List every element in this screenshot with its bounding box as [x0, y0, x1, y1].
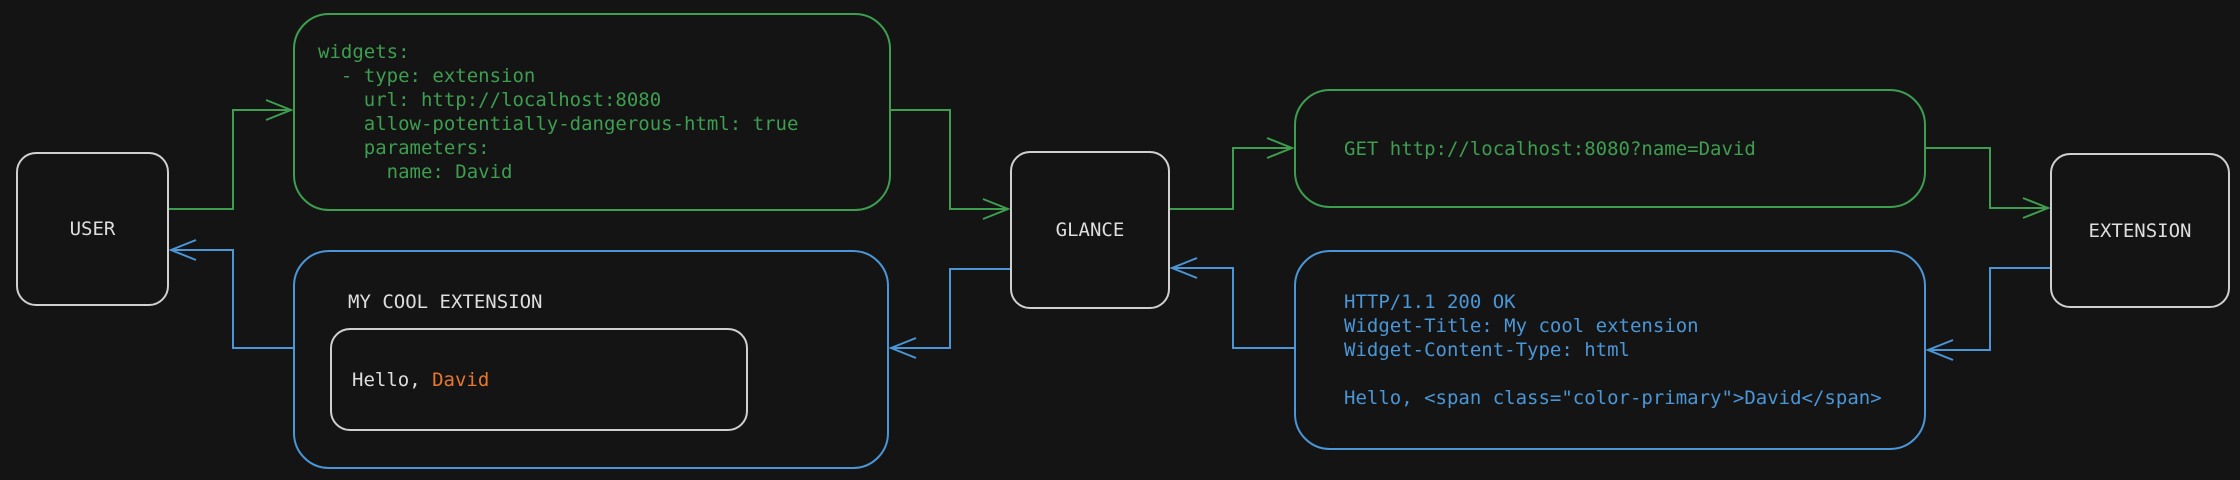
request-box: GET http://localhost:8080?name=David: [1294, 89, 1926, 208]
node-extension: EXTENSION: [2050, 153, 2230, 308]
widget-title: MY COOL EXTENSION: [348, 291, 543, 313]
hello-name: David: [432, 368, 490, 391]
widget-box: MY COOL EXTENSION Hello, David: [293, 250, 889, 469]
arrow-config-to-glance: [891, 109, 1011, 220]
config-box: widgets: - type: extension url: http://l…: [293, 13, 891, 211]
response-code: HTTP/1.1 200 OK Widget-Title: My cool ex…: [1344, 291, 1882, 409]
request-code: GET http://localhost:8080?name=David: [1344, 137, 1756, 160]
config-code: widgets: - type: extension url: http://l…: [318, 41, 799, 183]
arrow-response-to-glance: [1169, 257, 1294, 349]
node-glance-label: GLANCE: [1055, 219, 1125, 241]
arrow-glance-to-widget: [888, 268, 1010, 359]
node-glance: GLANCE: [1010, 151, 1170, 309]
response-box: HTTP/1.1 200 OK Widget-Title: My cool ex…: [1294, 250, 1926, 450]
arrow-request-to-extension: [1926, 147, 2051, 219]
arrow-user-to-config: [169, 99, 294, 210]
arrow-glance-to-request: [1170, 137, 1295, 210]
node-extension-label: EXTENSION: [2088, 219, 2192, 242]
hello-text: Hello, David: [352, 368, 489, 392]
hello-prefix: Hello,: [352, 368, 433, 391]
arrow-extension-to-response: [1925, 267, 2050, 361]
node-user-label: USER: [69, 218, 116, 240]
arrow-widget-to-user: [168, 239, 293, 349]
node-user: USER: [16, 152, 169, 306]
widget-preview-box: Hello, David: [330, 328, 748, 431]
